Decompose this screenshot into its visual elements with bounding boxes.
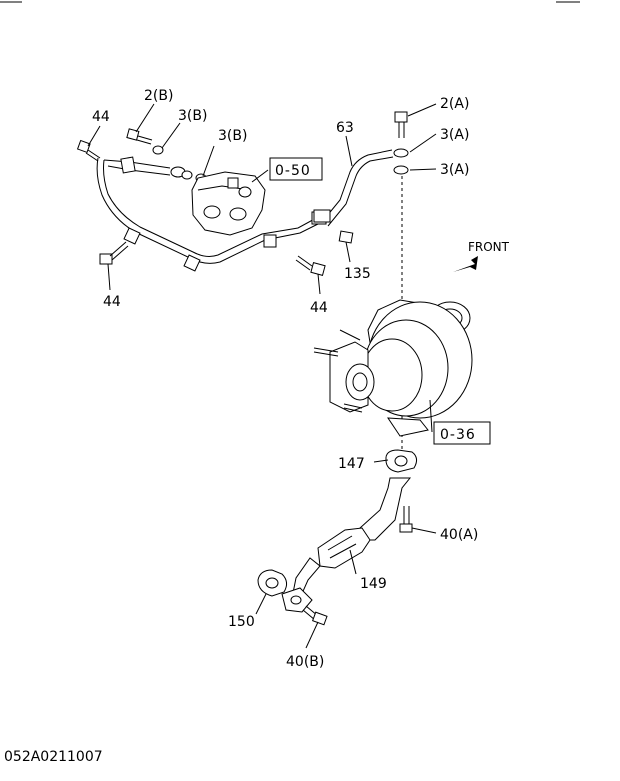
ref-box-0-50	[269, 157, 323, 181]
label-40b: 40(B)	[286, 654, 324, 670]
label-0-36: 0-36	[440, 427, 476, 443]
bolt-40a	[399, 506, 413, 533]
label-150: 150	[228, 614, 255, 630]
label-0-50: 0-50	[275, 163, 311, 179]
leader-lines	[87, 103, 437, 649]
label-front: FRONT	[468, 240, 510, 254]
turbocharger-0-36	[313, 299, 473, 437]
bolt-44-top	[76, 139, 101, 162]
eye-fitting	[170, 166, 193, 180]
label-2a: 2(A)	[440, 96, 469, 112]
nut-135	[338, 230, 354, 244]
bolt-44-lower-right	[295, 255, 326, 276]
diagram-code: 052A0211007	[4, 749, 103, 765]
component-housing-0-50	[191, 171, 266, 236]
bolt-2b	[126, 128, 153, 145]
pipe-63	[313, 149, 394, 227]
label-147: 147	[338, 456, 365, 472]
label-44-left: 44	[103, 294, 121, 310]
label-44-right: 44	[310, 300, 328, 316]
label-3b-lower: 3(B)	[218, 128, 247, 144]
washer-3a-upper	[393, 148, 409, 158]
oil-feed-pipe	[96, 156, 327, 272]
bolt-44-lower-left	[99, 241, 129, 265]
label-2b: 2(B)	[144, 88, 173, 104]
washer-3a-lower	[393, 165, 409, 175]
front-arrow-icon	[453, 256, 478, 272]
pipe-149	[281, 477, 412, 613]
gasket-150	[257, 569, 288, 597]
washer-3b-upper	[152, 145, 164, 155]
label-3a-lower: 3(A)	[440, 162, 469, 178]
label-44-top: 44	[92, 109, 110, 125]
bolt-2a	[394, 111, 408, 138]
label-3a-upper: 3(A)	[440, 127, 469, 143]
label-3b-upper: 3(B)	[178, 108, 207, 124]
gasket-147	[385, 449, 418, 473]
ref-box-0-36	[433, 421, 491, 445]
label-63: 63	[336, 120, 354, 136]
label-149: 149	[360, 576, 387, 592]
label-135: 135	[344, 266, 371, 282]
label-40a: 40(A)	[440, 527, 478, 543]
bolt-40b	[302, 605, 328, 626]
